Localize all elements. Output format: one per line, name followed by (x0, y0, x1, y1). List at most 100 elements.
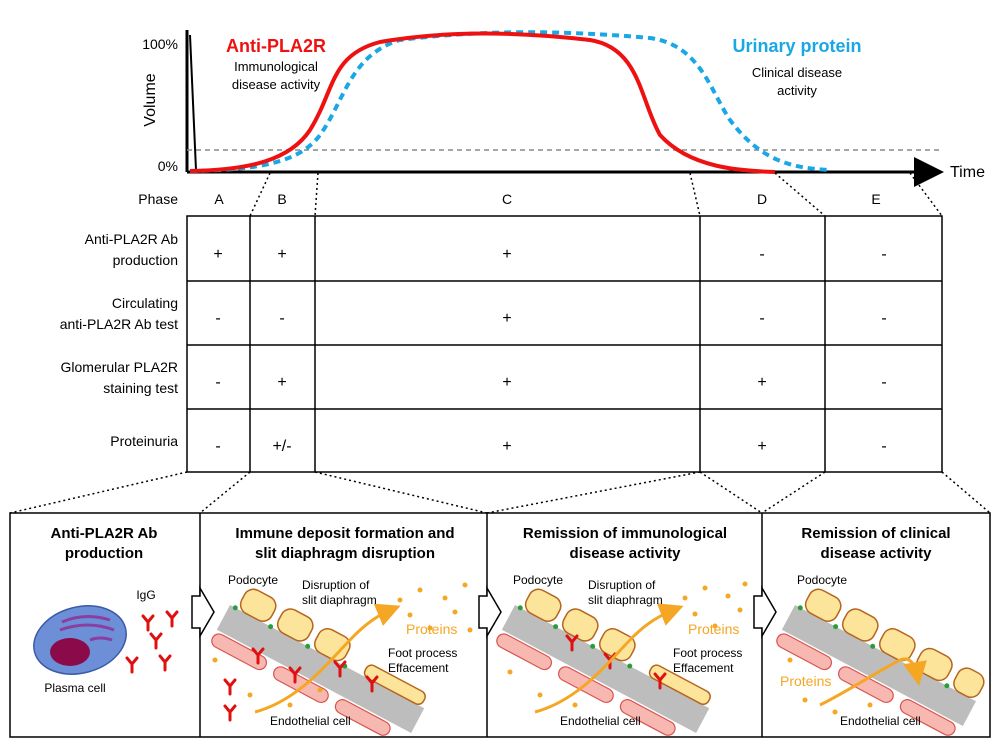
x-axis-label: Time (950, 164, 985, 181)
phase-connectors (249, 172, 943, 217)
foot-process-label2: Effacement (388, 661, 449, 675)
initial-spike (189, 34, 197, 171)
anti-pla2r-title: Anti-PLA2R (226, 36, 326, 56)
phase-c: C (502, 191, 512, 207)
endothelial-label: Endothelial cell (840, 714, 921, 728)
endothelial (211, 633, 268, 671)
podocyte (239, 588, 277, 622)
blocked-protein-arrow (819, 657, 927, 707)
panel-immunological-remission: Remission of immunological disease activ… (496, 525, 748, 736)
row-label-2b: anti-PLA2R Ab test (60, 316, 178, 332)
cell: - (215, 310, 220, 327)
anti-pla2r-sub1: Immunological (234, 59, 318, 74)
transition-arrow-1 (191, 585, 215, 639)
cell: +/- (272, 438, 291, 455)
y-tick-0: 0% (158, 158, 178, 174)
row-label-2a: Circulating (112, 295, 178, 311)
podocyte (561, 608, 599, 642)
cell: - (759, 246, 764, 263)
cell: + (502, 246, 511, 263)
row-label-1a: Anti-PLA2R Ab (85, 231, 179, 247)
foot-process-label1: Foot process (388, 646, 457, 660)
endothelial (334, 699, 391, 736)
disruption-label2: slit diaphragm (588, 593, 663, 607)
cell: - (759, 310, 764, 327)
phase-d: D (757, 191, 767, 207)
plasma-cell-label: Plasma cell (44, 681, 105, 695)
foot-process-label1: Foot process (673, 646, 742, 660)
cell: - (881, 246, 886, 263)
panel4-title2: disease activity (821, 545, 933, 562)
panel-connectors (9, 471, 991, 514)
row-label-3a: Glomerular PLA2R (61, 359, 179, 375)
urinary-protein-sub1: Clinical disease (752, 65, 842, 80)
row-label-4a: Proteinuria (110, 433, 178, 449)
phase-header: Phase (138, 191, 178, 207)
activity-graph: Volume 100% 0% Time Anti-PLA2R Immunolog… (142, 30, 985, 187)
bottom-panels: Anti-PLA2R Ab production Plasma cell IgG… (9, 512, 991, 738)
proteins-label: Proteins (406, 621, 457, 637)
y-axis-label: Volume (142, 73, 159, 126)
podocyte (841, 608, 879, 642)
panel1-title2: production (65, 545, 143, 562)
cell: + (502, 374, 511, 391)
transition-arrow-2 (478, 585, 502, 639)
urinary-protein-sub2: activity (777, 83, 817, 98)
panel-ab-production: Anti-PLA2R Ab production Plasma cell IgG (33, 525, 179, 695)
panel1-title1: Anti-PLA2R Ab (51, 525, 158, 542)
row-label-1b: production (113, 252, 178, 268)
podocyte (953, 667, 985, 698)
panel2-title2: slit diaphragm disruption (255, 545, 435, 562)
cell: - (881, 310, 886, 327)
disruption-label2: slit diaphragm (302, 593, 377, 607)
proteins-label: Proteins (688, 621, 739, 637)
cell: + (502, 310, 511, 327)
cell: - (279, 310, 284, 327)
podocyte (276, 608, 314, 642)
protein-leak-arrow (254, 603, 401, 714)
cell: + (277, 374, 286, 391)
row-label-3b: staining test (103, 380, 178, 396)
endothelial-label: Endothelial cell (270, 714, 351, 728)
podocyte (879, 628, 916, 662)
disruption-label1: Disruption of (588, 578, 656, 592)
cell: - (881, 374, 886, 391)
panel3-title1: Remission of immunological (523, 525, 727, 542)
transition-arrow-3 (753, 585, 777, 639)
y-tick-100: 100% (142, 36, 178, 52)
cell: - (215, 374, 220, 391)
urinary-protein-title: Urinary protein (732, 36, 861, 56)
panel3-title2: disease activity (570, 545, 682, 562)
panel2-title1: Immune deposit formation and (235, 525, 454, 542)
podocyte-effaced (363, 664, 426, 706)
podocyte (804, 588, 842, 622)
igg-label: IgG (136, 588, 155, 602)
phase-a: A (214, 191, 224, 207)
podocyte-label: Podocyte (797, 573, 847, 587)
podocyte (524, 588, 562, 622)
disruption-label1: Disruption of (302, 578, 370, 592)
endothelial-label: Endothelial cell (560, 714, 641, 728)
cell: - (881, 438, 886, 455)
podocyte (314, 628, 351, 662)
podocyte-label: Podocyte (228, 573, 278, 587)
podocyte-label: Podocyte (513, 573, 563, 587)
panel4-title1: Remission of clinical (801, 525, 950, 542)
cell: + (757, 374, 766, 391)
cell: + (277, 246, 286, 263)
foot-process-label2: Effacement (673, 661, 734, 675)
cell: + (502, 438, 511, 455)
proteins-label: Proteins (780, 673, 831, 689)
cell: + (757, 438, 766, 455)
panel-immune-deposit: Immune deposit formation and slit diaphr… (211, 525, 473, 736)
plasma-cell-nucleus (50, 638, 90, 666)
phase-table: Phase A B C D E Anti-PLA2R Ab production… (60, 191, 943, 473)
anti-pla2r-sub2: disease activity (232, 77, 321, 92)
table-border (186, 215, 943, 473)
panel-clinical-remission: Remission of clinical disease activity (776, 525, 985, 736)
phase-b: B (277, 191, 286, 207)
anti-pla2r-curve (189, 31, 776, 174)
cell: + (213, 246, 222, 263)
phase-e: E (871, 191, 880, 207)
